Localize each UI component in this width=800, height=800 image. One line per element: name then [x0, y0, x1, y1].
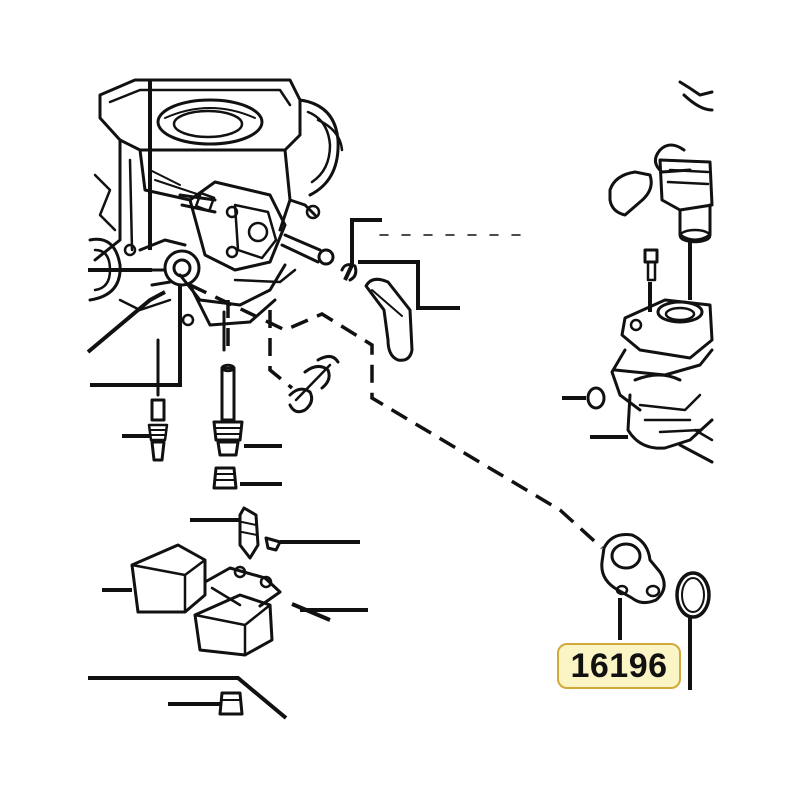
hose-bracket-part: [340, 218, 521, 362]
float-assembly: [102, 543, 368, 657]
needle-jet-part: [212, 310, 282, 457]
bottom-callout-lines: [88, 676, 288, 720]
assembly-dashed-line: [189, 283, 604, 550]
o-ring-part: [675, 571, 711, 690]
pilot-jet-part: [122, 338, 169, 462]
main-jet-part: [212, 466, 282, 490]
part-number-label: 16196: [557, 643, 681, 689]
callout-lines-left: [86, 80, 182, 387]
carburetor-body: [88, 78, 344, 327]
right-component-assembly: [562, 80, 714, 464]
gasket-part: [600, 533, 666, 640]
float-needle-part: [190, 506, 360, 560]
pilot-screw-part: [226, 300, 340, 414]
